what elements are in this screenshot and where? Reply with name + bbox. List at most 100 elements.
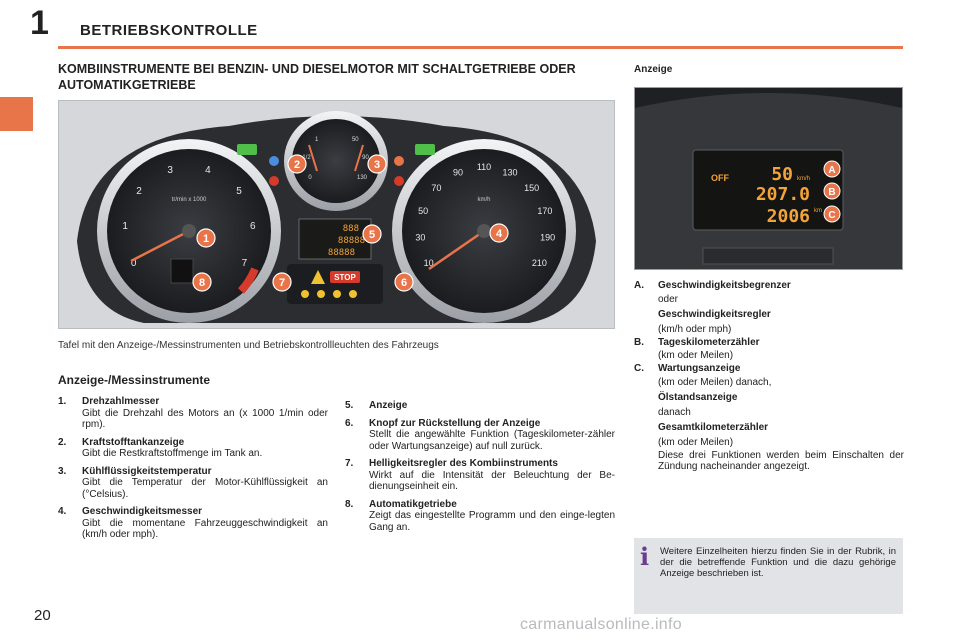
panel-callout-label: 8: [199, 277, 205, 289]
item-description: Wirkt auf die Intensität der Beleuchtung…: [369, 469, 615, 493]
item-line: Gesamtkilometerzähler: [658, 421, 769, 433]
item-title: Anzeige: [369, 400, 408, 411]
watermark: carmanualsonline.info: [520, 616, 682, 633]
display-callout-b-label: B: [828, 187, 835, 198]
panel-callout-label: 1: [203, 233, 209, 245]
list-item: 5. Anzeige: [345, 400, 615, 412]
panel-callout-label: 2: [294, 159, 300, 171]
item-number: 3.: [58, 465, 67, 477]
display-callout-b: [823, 182, 841, 200]
item-title: Knopf zur Rückstellung der Anzeige: [369, 417, 541, 429]
item-title: Tageskilometerzähler: [658, 336, 760, 348]
panel-callout-8: [192, 272, 212, 292]
fuel-gauge-label: 1/2: [302, 155, 311, 161]
list-item: 1.Drehzahlmesser Gibt die Drehzahl des M…: [58, 396, 328, 431]
item-title: Kühlflüssigkeitstemperatur: [82, 465, 212, 477]
display-off-text: OFF: [711, 173, 729, 183]
item-letter: B.: [634, 336, 644, 348]
temperature-gauge-label: 130: [357, 175, 368, 181]
display-total-value: 2006: [767, 206, 810, 227]
fog-lamp-icon: [394, 156, 404, 166]
display-figure-label: Anzeige: [634, 64, 673, 75]
display-callout-c: [823, 205, 841, 223]
item-description: Stellt die angewählte Funktion (Tageskil…: [369, 429, 615, 452]
oil-pressure-icon: [349, 290, 357, 298]
right-turn-indicator-icon: [415, 144, 435, 155]
panel-callout-label: 4: [496, 228, 503, 240]
gear-indicator: [170, 258, 194, 284]
item-description: Gibt die Drehzahl des Motors an (x 1000 …: [82, 407, 328, 431]
airbag-warning-icon: [394, 176, 404, 186]
display-figure: OFF 50 km/h 207.0 2006 km A B C: [634, 87, 903, 270]
display-callout-c-label: C: [828, 210, 835, 221]
speedometer-tick-label: 210: [532, 258, 547, 268]
info-box: [634, 538, 903, 614]
item-title: Kraftstofftankanzeige: [82, 436, 185, 448]
display-callout-a-label: A: [828, 165, 835, 176]
item-letter: A.: [634, 280, 644, 291]
item-title: Helligkeitsregler des Kombiinstruments: [369, 458, 558, 469]
speedometer-tick-label: 170: [537, 206, 552, 216]
chapter-side-tab: [0, 97, 33, 131]
fuel-gauge-label: 0: [308, 175, 312, 181]
tachometer-unit-label: tr/min x 1000: [172, 197, 207, 203]
speedometer-unit-label: km/h: [477, 197, 490, 203]
item-number: 1.: [58, 396, 67, 407]
section-title: KOMBIINSTRUMENTE BEI BENZIN- UND DIESELM…: [58, 62, 576, 92]
brake-warning-icon: [301, 290, 309, 298]
list-item: 3. Kühlflüssigkeitstemperatur Gibt die Te…: [58, 466, 328, 501]
item-line: Ölstandsanzeige: [658, 391, 738, 403]
panel-callout-3: [367, 154, 387, 174]
display-speed-unit: km/h: [797, 176, 810, 182]
item-number: 7.: [345, 458, 354, 469]
speedometer-tick-label: 10: [424, 258, 434, 268]
panel-callout-4: [489, 223, 509, 243]
item-line: (km oder Meilen): [658, 436, 734, 448]
chapter-title: BETRIEBSKONTROLLE: [80, 22, 258, 39]
warning-lamp-panel: [287, 264, 383, 304]
display-drawing: OFF 50 km/h 207.0 2006 km A B C: [635, 88, 902, 269]
tachometer-tick-label: 3: [167, 165, 173, 176]
info-text: Weitere Einzelheiten hierzu finden Sie i…: [660, 546, 896, 579]
panel-lcd-display: [298, 218, 372, 260]
panel-lcd-line-2: 88888: [338, 236, 365, 246]
list-item: 4.Geschwindigkeitsmesser Gibt die moment…: [58, 506, 328, 541]
tachometer-tick-label: 4: [205, 165, 211, 176]
tachometer-tick-label: 1: [122, 221, 128, 232]
panel-lcd-line-1: 888: [343, 224, 359, 234]
item-number: 8.: [345, 498, 354, 510]
info-icon: i: [640, 542, 650, 571]
item-number: 6.: [345, 417, 354, 429]
speedometer-tick-label: 190: [540, 233, 555, 243]
temperature-gauge-label: 50: [352, 137, 359, 143]
item-number: 5.: [345, 400, 354, 411]
item-description: Gibt die Temperatur der Motor-Kühlflüssi…: [82, 477, 328, 500]
item-description: Diese drei Funktionen werden beim Einsch…: [658, 449, 904, 473]
item-title: Wartungsanzeige: [658, 363, 741, 374]
panel-callout-2: [287, 154, 307, 174]
tachometer-tick-label: 2: [136, 186, 142, 197]
display-function-list: A. Geschwindigkeitsbegrenzer oder Geschwi…: [634, 280, 904, 473]
page-number: 20: [34, 607, 51, 624]
battery-warning-icon: [269, 176, 279, 186]
fuel-gauge-label: 1: [315, 137, 319, 143]
display-speed-value: 50: [771, 164, 793, 185]
panel-callout-label: 3: [374, 159, 380, 171]
item-line: oder: [658, 293, 679, 305]
stop-lamp-label: STOP: [334, 273, 356, 282]
item-line: danach: [658, 406, 691, 418]
panel-callout-7: [272, 272, 292, 292]
instruments-section-title: Anzeige-/Messinstrumente: [58, 373, 211, 387]
warning-triangle-icon: [311, 270, 325, 284]
item-title: Geschwindigkeitsmesser: [82, 506, 203, 517]
panel-callout-5: [362, 224, 382, 244]
item-line: Geschwindigkeitsregler: [658, 308, 771, 320]
panel-callout-label: 7: [279, 277, 285, 289]
item-line: (km oder Meilen) danach,: [658, 376, 772, 388]
fuel-temp-gauge: [292, 119, 380, 203]
item-title: Geschwindigkeitsbegrenzer: [658, 280, 791, 291]
panel-callout-label: 5: [369, 229, 375, 241]
tachometer-tick-label: 6: [250, 221, 256, 232]
